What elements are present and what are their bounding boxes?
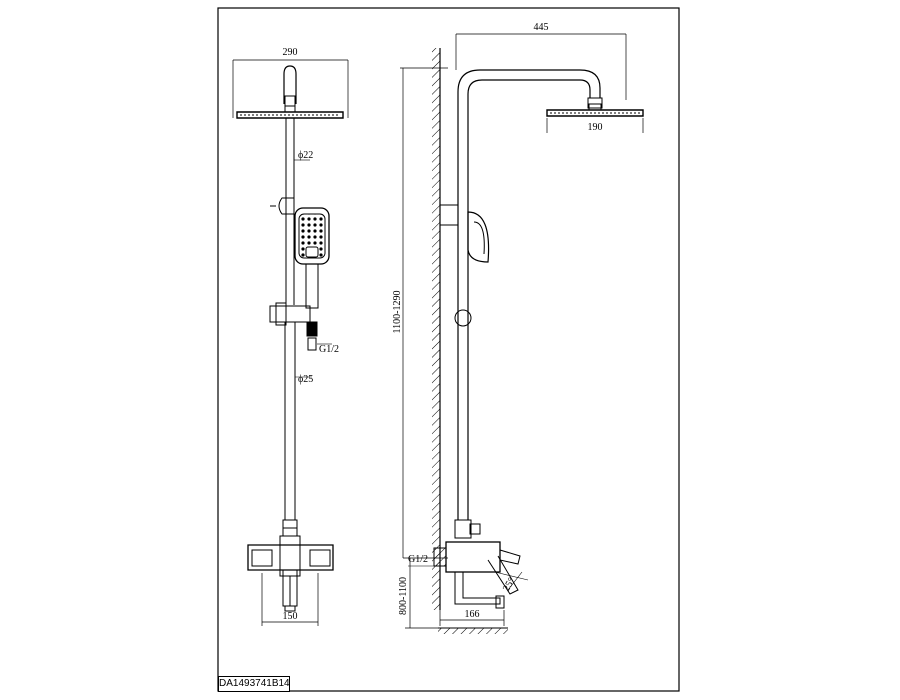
side-lever-angle-label: 25° (501, 576, 518, 594)
side-mixer-height-label: 800-1100 (398, 577, 409, 615)
side-inlet-thread-label: G1/2 (408, 554, 428, 565)
front-pipe-top-diameter-label: ϕ22 (298, 150, 313, 161)
front-head-width-label: 290 (283, 47, 298, 58)
side-spout-length-label: 166 (465, 609, 480, 620)
drawing-code-box: DA1493741B14 (218, 676, 290, 692)
side-view (400, 33, 644, 634)
front-view (232, 59, 349, 626)
front-hose-thread-label: G1/2 (319, 344, 339, 355)
side-height-range-label: 1100-1290 (392, 291, 403, 334)
side-arm-reach-label: 445 (534, 22, 549, 33)
side-head-width-label: 190 (588, 122, 603, 133)
front-pipe-bottom-diameter-label: ϕ25 (298, 374, 313, 385)
front-mixer-width-label: 150 (283, 611, 298, 622)
drawing-frame (217, 7, 680, 692)
